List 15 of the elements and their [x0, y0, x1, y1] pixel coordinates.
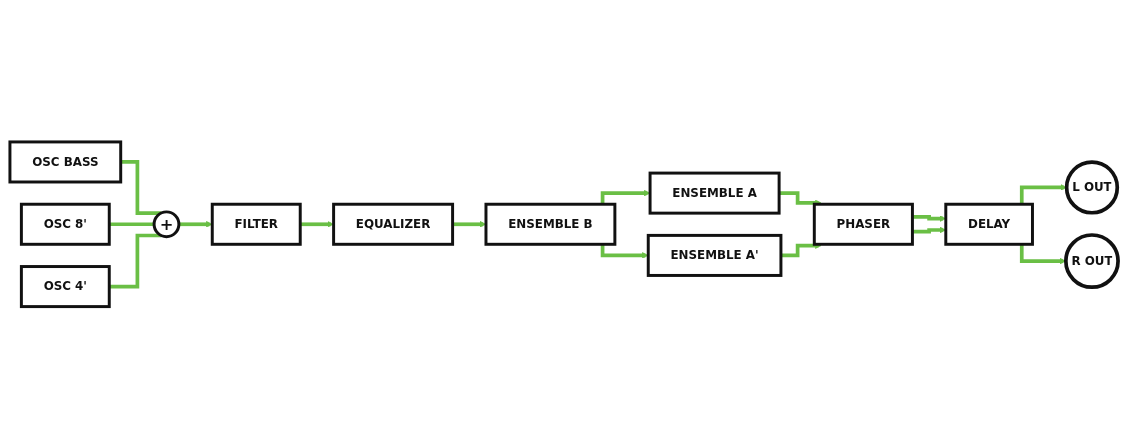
- node-box: ENSEMBLE B: [484, 202, 617, 246]
- node-circle: R OUT: [1064, 232, 1120, 289]
- node-box: PHASER: [812, 202, 914, 246]
- node-box: EQUALIZER: [332, 202, 455, 246]
- node-box: OSC 4': [19, 264, 111, 308]
- node-box: OSC BASS: [8, 140, 123, 184]
- node-box: FILTER: [210, 202, 302, 246]
- arrow: [600, 189, 651, 204]
- arrow: [600, 244, 649, 259]
- node-circle: L OUT: [1064, 159, 1120, 215]
- node-box: ENSEMBLE A': [646, 233, 783, 277]
- node-box: ENSEMBLE A: [648, 171, 781, 215]
- node-circle: +: [152, 210, 181, 238]
- node-box: OSC 8': [19, 202, 111, 246]
- node-box: DELAY: [944, 202, 1034, 246]
